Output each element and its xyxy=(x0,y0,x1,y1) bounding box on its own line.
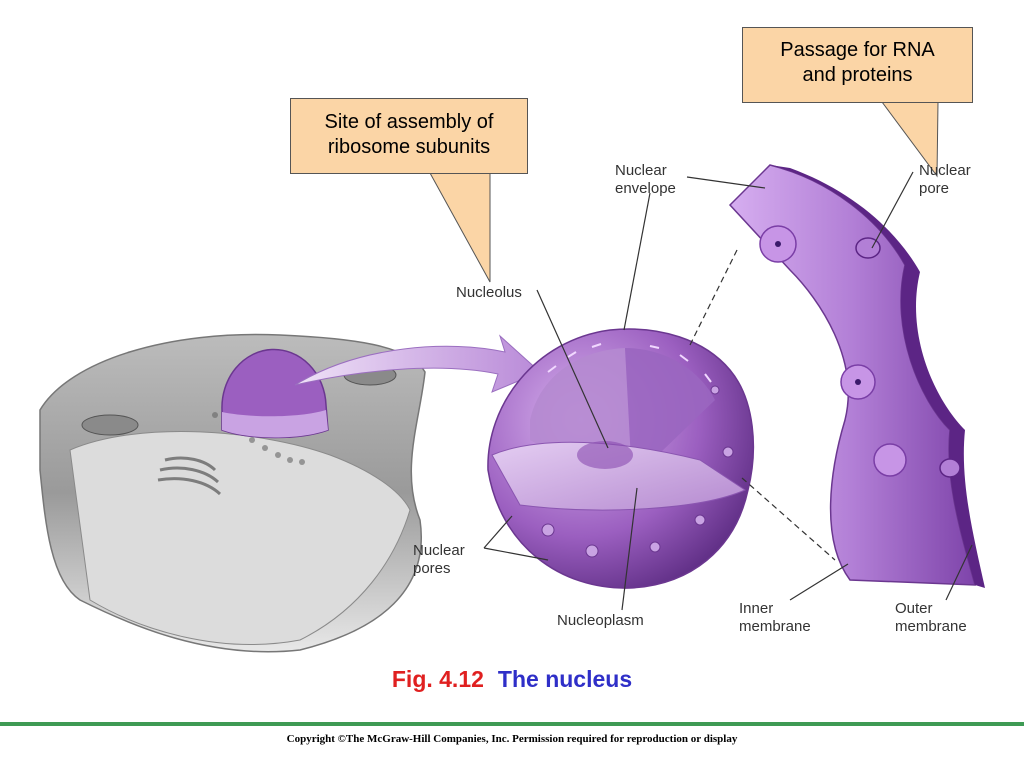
figure-number: Fig. 4.12 xyxy=(391,666,484,692)
copyright-notice: Copyright ©The McGraw-Hill Companies, In… xyxy=(286,733,738,745)
envelope-section xyxy=(728,164,985,588)
callout-pointers xyxy=(429,101,939,283)
callout-ribosome-site: Site of assembly of ribosome subunits xyxy=(290,98,528,174)
cell-illustration xyxy=(39,333,426,653)
figure-caption: Fig. 4.12 The nucleus xyxy=(0,666,1024,693)
zoom-guide-lines xyxy=(689,247,836,561)
label-outer-membrane: Outer membrane xyxy=(895,600,967,635)
footer-divider xyxy=(0,722,1024,726)
label-inner-membrane: Inner membrane xyxy=(739,600,811,635)
label-nuclear-envelope: Nuclear envelope xyxy=(615,162,676,197)
figure-title: The nucleus xyxy=(497,666,633,692)
leader-lines xyxy=(483,171,973,611)
label-nucleoplasm: Nucleoplasm xyxy=(557,612,644,629)
callout-rna-passage: Passage for RNA and proteins xyxy=(742,27,973,103)
enlarged-nucleus xyxy=(487,328,755,589)
label-nuclear-pores: Nuclear pores xyxy=(413,542,465,577)
label-nucleolus: Nucleolus xyxy=(456,284,522,301)
label-nuclear-pore: Nuclear pore xyxy=(919,162,971,197)
